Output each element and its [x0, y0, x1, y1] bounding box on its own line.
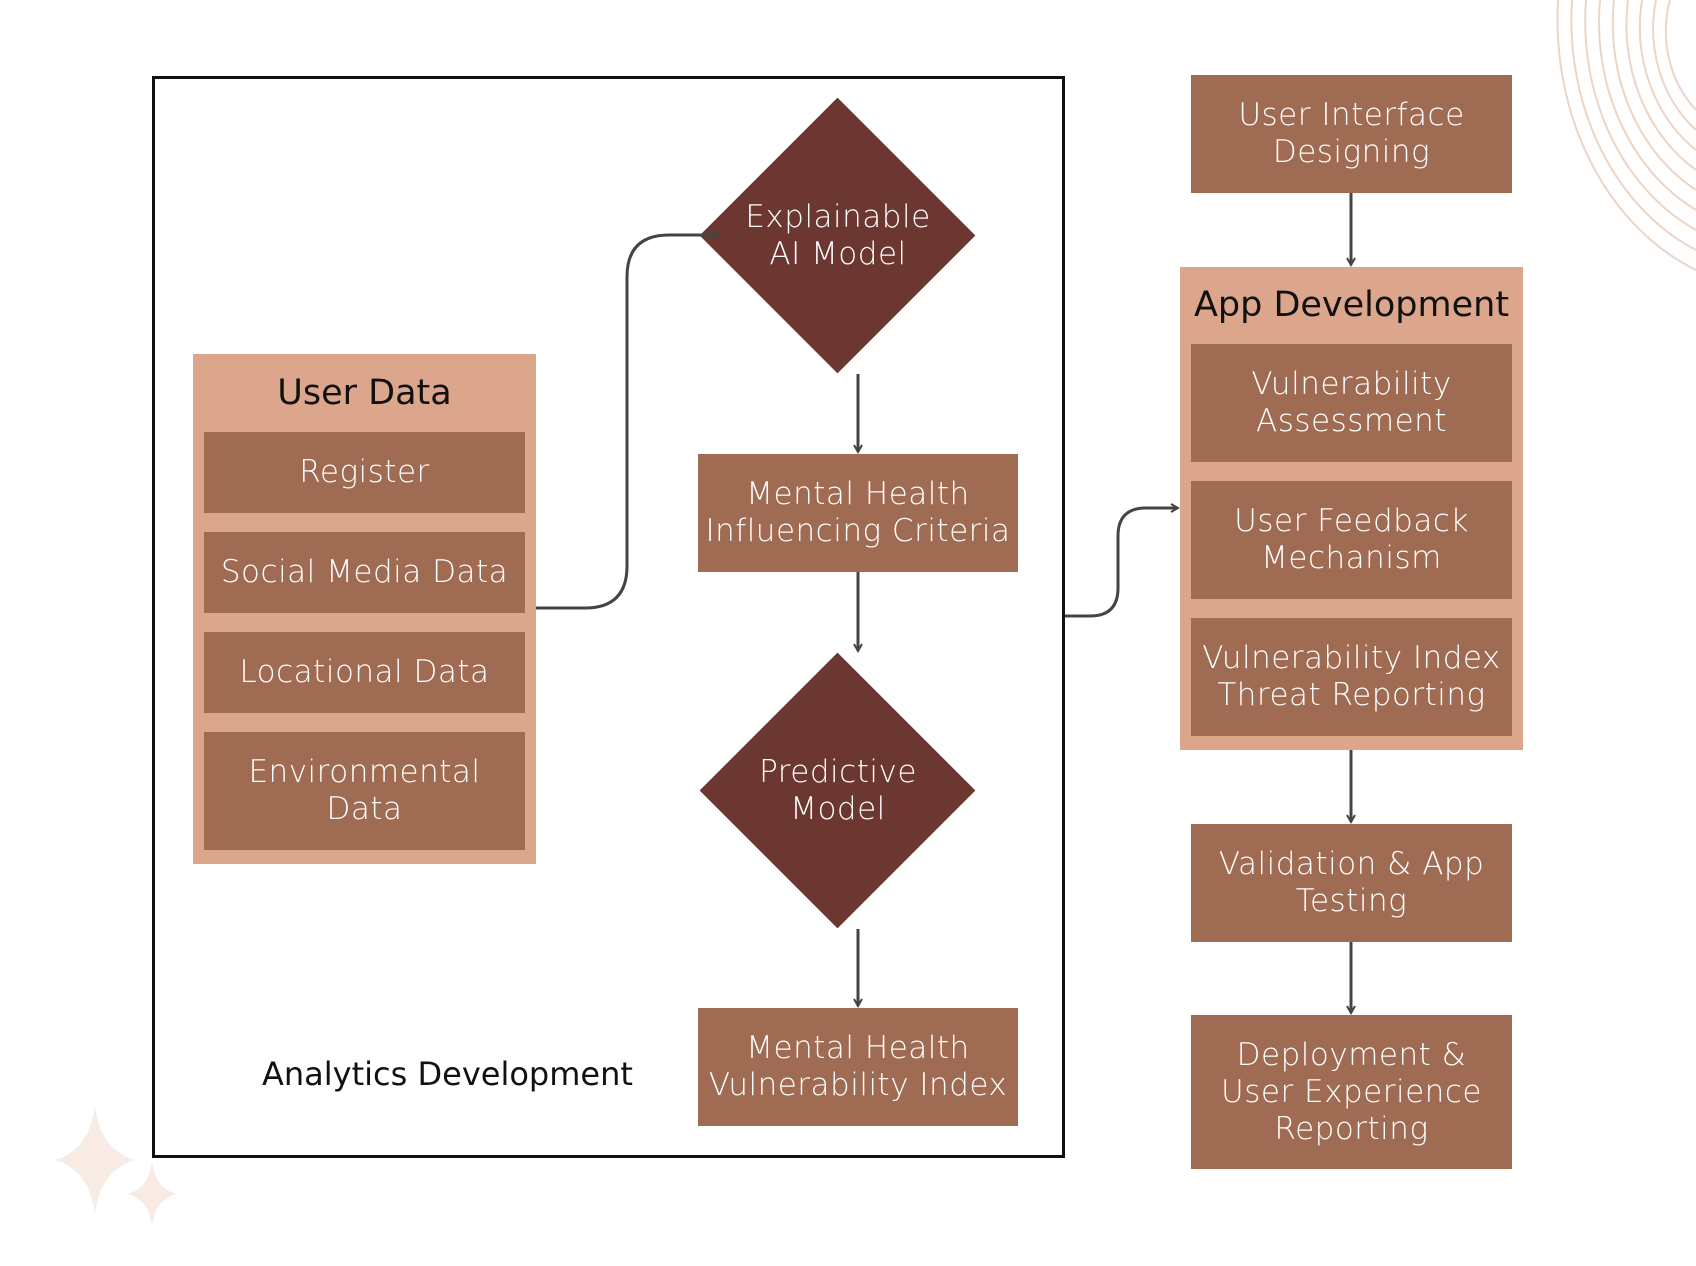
user-feedback-box: User Feedback Mechanism [1191, 481, 1512, 599]
vulnerability-assessment-box: Vulnerability Assessment [1191, 344, 1512, 462]
user-data-title: User Data [277, 373, 452, 413]
validation-testing-box: Validation & App Testing [1191, 824, 1512, 942]
threat-reporting-box: Vulnerability Index Threat Reporting [1191, 618, 1512, 736]
connector-analytics-to-app [1065, 508, 1178, 618]
deployment-reporting-box: Deployment & User Experience Reporting [1191, 1015, 1512, 1169]
app-development-title: App Development [1193, 285, 1510, 325]
sparkle-stars [55, 1105, 176, 1226]
analytics-development-frame [152, 76, 1065, 1158]
vulnerability-index-box: Mental Health Vulnerability Index [698, 1008, 1018, 1126]
connector-userdata-to-explainable [536, 235, 718, 610]
ui-design-box: User Interface Designing [1191, 75, 1512, 193]
analytics-development-label: Analytics Development [262, 1055, 633, 1093]
influencing-criteria-box: Mental Health Influencing Criteria [698, 454, 1018, 572]
user-data-social-media: Social Media Data [204, 532, 525, 613]
explainable-ai-label: Explainable AI Model [745, 199, 931, 272]
user-data-environmental: Environmental Data [204, 732, 525, 850]
user-data-register: Register [204, 432, 525, 513]
predictive-model-label: Predictive Model [759, 754, 917, 827]
user-data-locational: Locational Data [204, 632, 525, 713]
